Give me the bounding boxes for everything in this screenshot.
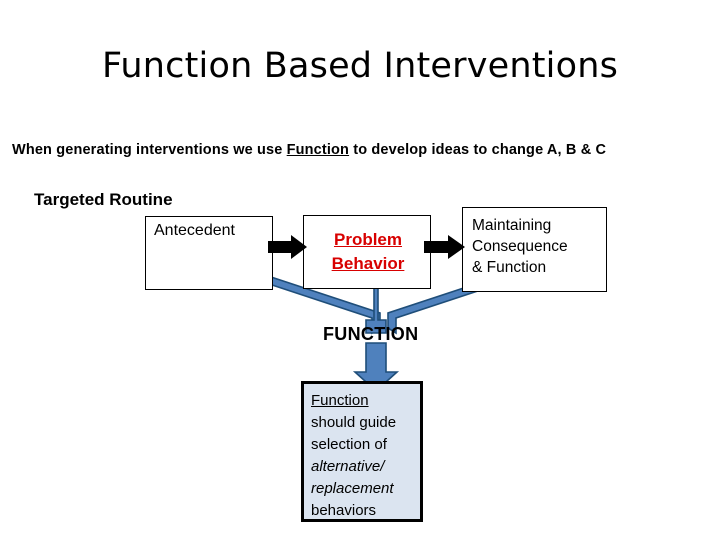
targeted-routine-label: Targeted Routine (34, 190, 173, 209)
function-guide-line1: Function (311, 392, 369, 409)
maintaining-line3: & Function (472, 259, 547, 276)
maintaining-line1: Maintaining (472, 217, 552, 234)
maintaining-line2: Consequence (472, 238, 568, 255)
subtitle-emphasis: Function (286, 142, 350, 158)
function-guide-line4: alternative/ (311, 458, 385, 475)
function-guide-box: Function should guide selection of alternat… (301, 381, 423, 522)
function-guide-line6: behaviors (311, 502, 377, 519)
behavior-to-consequence-arrow (424, 235, 465, 259)
antecedent-box: Antecedent (145, 216, 273, 290)
subtitle-part2: to develop ideas to change A, B & C (349, 142, 607, 158)
subtitle-text: When generating interventions we use Fun… (12, 142, 712, 158)
function-guide-line3: selection of (311, 436, 387, 453)
function-guide-box-text: Function should guide selection of alternat… (311, 390, 396, 522)
problem-behavior-line1: Problem (333, 230, 403, 249)
antecedent-to-behavior-arrow (268, 235, 307, 259)
function-guide-line2: should guide (311, 414, 397, 431)
problem-behavior-line2: Behavior (331, 254, 405, 273)
antecedent-box-label: Antecedent (154, 222, 235, 239)
subtitle-part1: When generating interventions we use (12, 142, 287, 158)
page-title: Function Based Interventions (101, 46, 619, 86)
function-hub-label: FUNCTION (323, 324, 419, 344)
function-guide-line5: replacement (311, 480, 394, 497)
